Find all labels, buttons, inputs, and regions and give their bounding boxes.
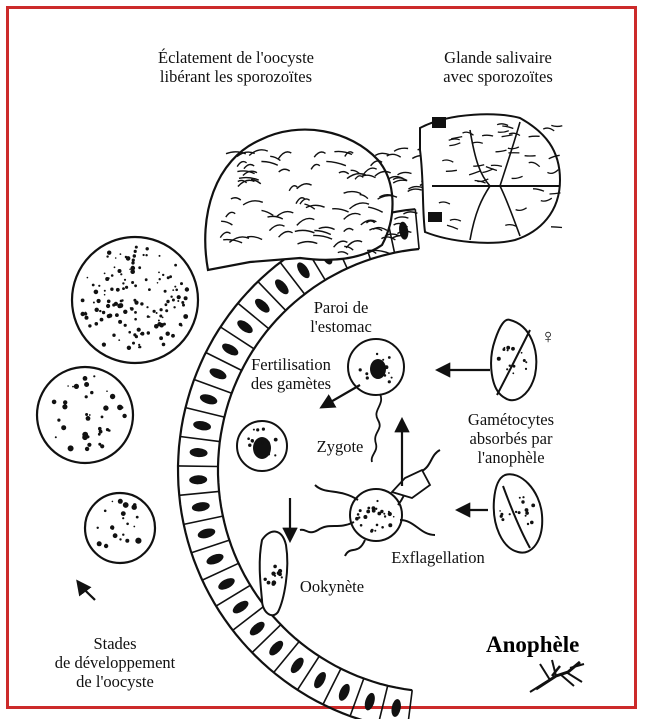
- label-oocyst-stages: Stades de développement de l'oocyste: [20, 634, 210, 691]
- label-ookinete: Ookynète: [282, 577, 382, 596]
- label-stomach-wall-line2: l'estomac: [296, 317, 386, 336]
- diagram-title: Anophèle: [486, 632, 579, 658]
- female-symbol: ♀: [538, 328, 558, 347]
- label-stomach-wall: Paroi de l'estomac: [296, 298, 386, 336]
- label-oocyst-stages-line2: de développement: [20, 653, 210, 672]
- oocyst-large-upper: [72, 237, 198, 363]
- label-oocyst-burst-line2: libérant les sporozoïtes: [112, 67, 360, 86]
- female-symbol-text: ♀: [538, 328, 558, 347]
- label-salivary-gland-line2: avec sporozoïtes: [418, 67, 578, 86]
- oocyst-medium: [37, 367, 133, 463]
- mosquito-icon: [530, 660, 584, 692]
- label-oocyst-burst-line1: Éclatement de l'oocyste: [112, 48, 360, 67]
- salivary-gland: [420, 114, 562, 243]
- zygote-cell: [237, 421, 287, 471]
- ookinete: [260, 532, 288, 616]
- label-fertilisation: Fertilisation des gamètes: [236, 355, 346, 393]
- exflagellating-gametocyte: [300, 450, 440, 556]
- label-fertilisation-line2: des gamètes: [236, 374, 346, 393]
- label-oocyst-stages-line3: de l'oocyste: [20, 672, 210, 691]
- label-fertilisation-line1: Fertilisation: [236, 355, 346, 374]
- label-oocyst-stages-line1: Stades: [20, 634, 210, 653]
- female-gametocyte: [491, 320, 536, 401]
- label-gametocytes: Gamétocytes absorbés par l'anophèle: [446, 410, 576, 467]
- oocyst-small-lower: [85, 493, 155, 563]
- stomach-wall: [178, 209, 419, 719]
- label-gametocytes-line2: absorbés par: [446, 429, 576, 448]
- bursting-oocyst: [205, 130, 435, 270]
- label-zygote: Zygote: [310, 437, 370, 456]
- label-salivary-gland: Glande salivaire avec sporozoïtes: [418, 48, 578, 86]
- label-gametocytes-line3: l'anophèle: [446, 448, 576, 467]
- label-exflagellation-text: Exflagellation: [368, 548, 508, 567]
- label-exflagellation: Exflagellation: [368, 548, 508, 567]
- label-salivary-gland-line1: Glande salivaire: [418, 48, 578, 67]
- label-oocyst-burst: Éclatement de l'oocyste libérant les spo…: [112, 48, 360, 86]
- label-gametocytes-line1: Gamétocytes: [446, 410, 576, 429]
- label-stomach-wall-line1: Paroi de: [296, 298, 386, 317]
- label-ookinete-text: Ookynète: [282, 577, 382, 596]
- male-gametocyte: [494, 474, 542, 552]
- label-zygote-text: Zygote: [310, 437, 370, 456]
